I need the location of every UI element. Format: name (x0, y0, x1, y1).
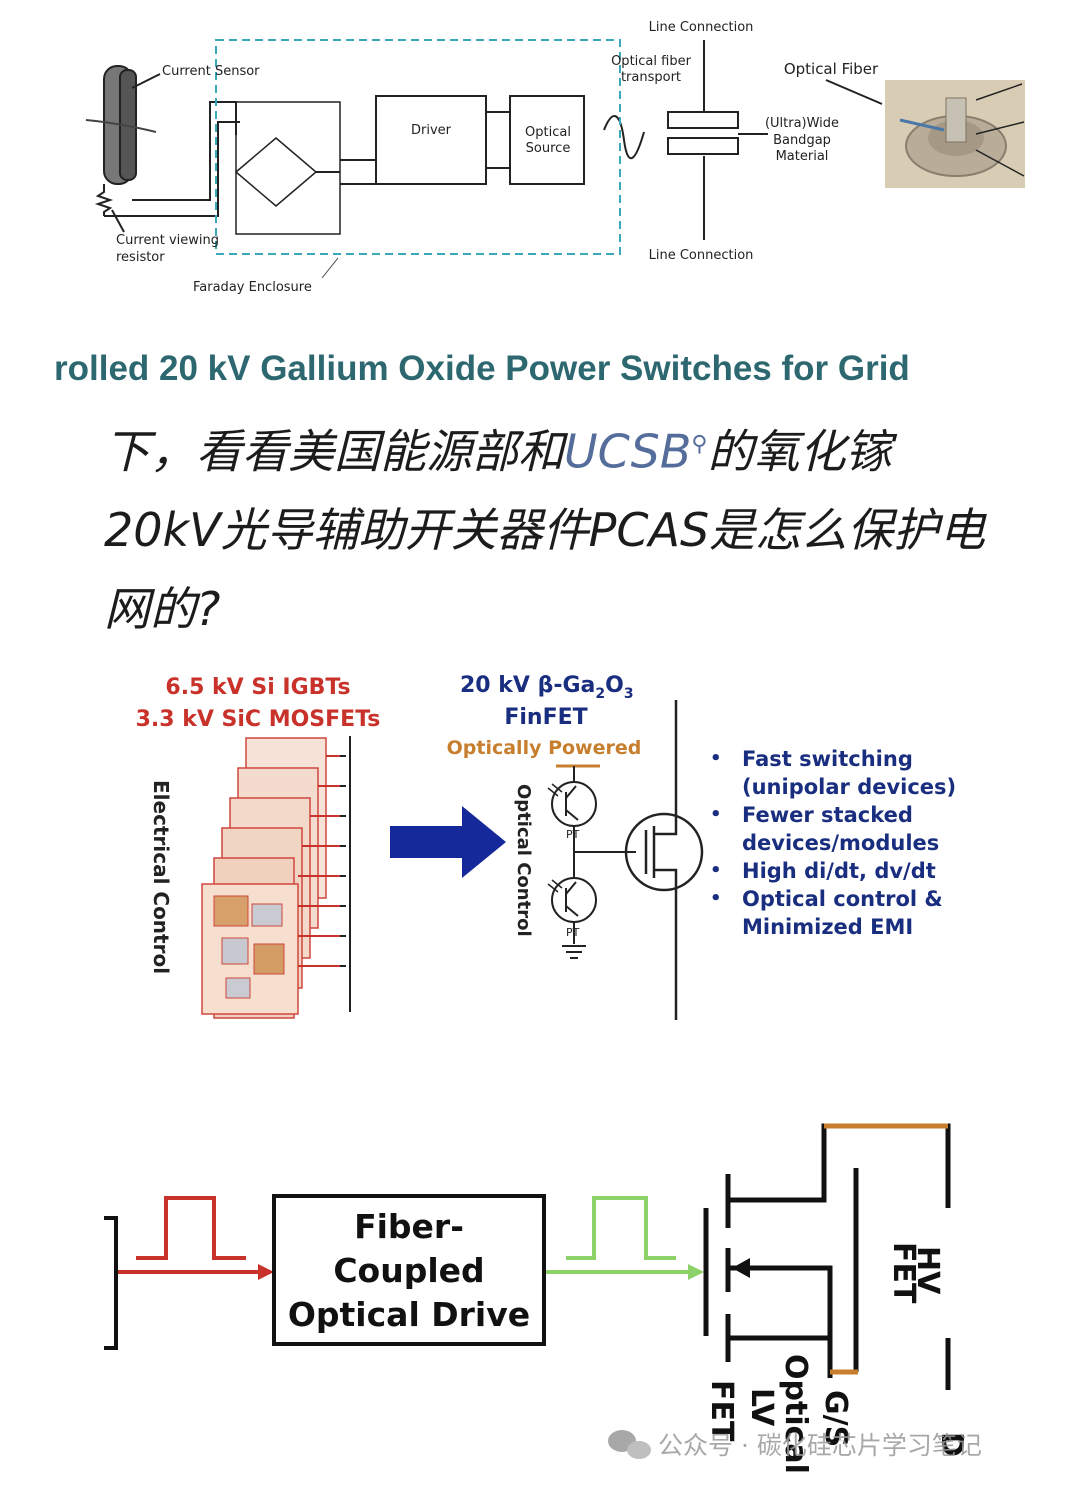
label-current-viewing: Current viewing (116, 233, 219, 248)
green-arrow-icon (688, 1264, 704, 1280)
hv-label: HV (910, 1246, 945, 1295)
optical-drive-box (272, 1194, 546, 1346)
svg-text:•: • (710, 888, 722, 909)
question-part-1: 下，看看美国能源部和 (104, 424, 564, 479)
drive-label-3: Optical Drive (288, 1295, 530, 1334)
optically-powered-label: Optically Powered (447, 737, 642, 759)
left-title-igbt: 6.5 kV Si IGBTs (165, 675, 350, 700)
bullet-1-line1: Fewer stacked (742, 803, 913, 827)
watermark-text: 公众号 · 碳化硅芯片学习笔记 (658, 1431, 982, 1460)
lv-fet-label: FET (704, 1380, 739, 1442)
optical-source-box (509, 95, 585, 185)
svg-text:•: • (710, 860, 722, 881)
d-label: D (934, 1432, 969, 1457)
optical-wave (603, 115, 645, 160)
figure-system-schematic: Current Sensor Current viewing resistor … (85, 20, 1025, 295)
bullet-2-line1: High di/dt, dv/dt (742, 859, 936, 883)
gs-label: G/S (818, 1390, 853, 1447)
label-current-sensor: Current Sensor (162, 64, 260, 79)
pt-label-2: PT (566, 926, 580, 939)
label-uwbg: (Ultra)Wide (765, 116, 839, 131)
label-uwbg-3: Material (776, 149, 829, 164)
bullet-3-line2: Minimized EMI (742, 915, 913, 939)
label-fiber-transport-2: transport (621, 70, 681, 85)
resistor-symbol (94, 184, 114, 216)
search-icon[interactable]: ⚲ (691, 432, 708, 457)
green-pulse (566, 1196, 676, 1260)
svg-text:•: • (710, 748, 722, 769)
rectifier-bridge (235, 101, 341, 235)
article-question: 下，看看美国能源部和UCSB⚲的氧化镓20kV光导辅助开关器件PCAS是怎么保护… (104, 405, 1004, 649)
label-current-viewing-2: resistor (116, 250, 165, 265)
drive-label-1: Fiber- (354, 1207, 464, 1246)
bullet-0-line2: (unipolar devices) (742, 775, 956, 799)
label-driver: Driver (411, 123, 452, 138)
right-title-ga2o3: 20 kV β-Ga2O3 (460, 673, 634, 702)
right-title-finfet: FinFET (504, 705, 587, 730)
driver-box (375, 95, 487, 185)
label-uwbg-2: Bandgap (773, 133, 831, 148)
finfet-symbol (624, 812, 704, 892)
label-line-bottom: Line Connection (649, 248, 754, 263)
ucsb-link[interactable]: UCSB (564, 424, 692, 479)
bullet-0-line1: Fast switching (742, 747, 913, 771)
question-part-2: 的氧化镓20kV光导辅助开关器件PCAS是怎么保护电网的? (104, 424, 986, 637)
left-title-mosfet: 3.3 kV SiC MOSFETs (136, 707, 381, 732)
label-optical-fiber: Optical Fiber (784, 60, 879, 78)
uwbg-device (667, 111, 739, 129)
arrow-right-icon (390, 806, 506, 878)
red-arrow-icon (258, 1264, 274, 1280)
lv-arrow-icon (732, 1258, 750, 1278)
lv-label: LV (744, 1388, 779, 1427)
sensor-cable (85, 119, 157, 133)
label-line-top: Line Connection (649, 20, 754, 35)
red-pulse (136, 1196, 246, 1260)
label-optical-source-2: Source (526, 141, 571, 156)
faraday-enclosure (215, 39, 621, 255)
svg-text:•: • (710, 804, 722, 825)
stacked-modules (201, 737, 327, 1019)
cropped-title-banner: rolled 20 kV Gallium Oxide Power Switche… (0, 345, 1080, 395)
electrical-control-label: Electrical Control (149, 780, 173, 974)
optical-fiber-photo (885, 80, 1025, 188)
bullet-3-line1: Optical control & (742, 887, 943, 911)
wechat-watermark: 公众号 · 碳化硅芯片学习笔记 (608, 1430, 982, 1460)
optical-label: Optical (778, 1354, 813, 1474)
wechat-icon (608, 1430, 651, 1459)
banner-text: rolled 20 kV Gallium Oxide Power Switche… (54, 349, 910, 388)
figure-device-comparison: 6.5 kV Si IGBTs 3.3 kV SiC MOSFETs Elect… (136, 673, 956, 1020)
label-faraday: Faraday Enclosure (193, 280, 312, 295)
pt-label-1: PT (566, 828, 580, 841)
optical-control-label: Optical Control (513, 784, 534, 937)
hv-fet-label: FET (886, 1242, 921, 1304)
label-optical-source: Optical (525, 125, 571, 140)
bullet-1-line2: devices/modules (742, 831, 939, 855)
figure-optical-drive: Fiber- Coupled Optical Drive HV FET G/S … (104, 1123, 982, 1474)
label-fiber-transport: Optical fiber (611, 54, 691, 69)
drive-label-2: Coupled (333, 1251, 484, 1290)
